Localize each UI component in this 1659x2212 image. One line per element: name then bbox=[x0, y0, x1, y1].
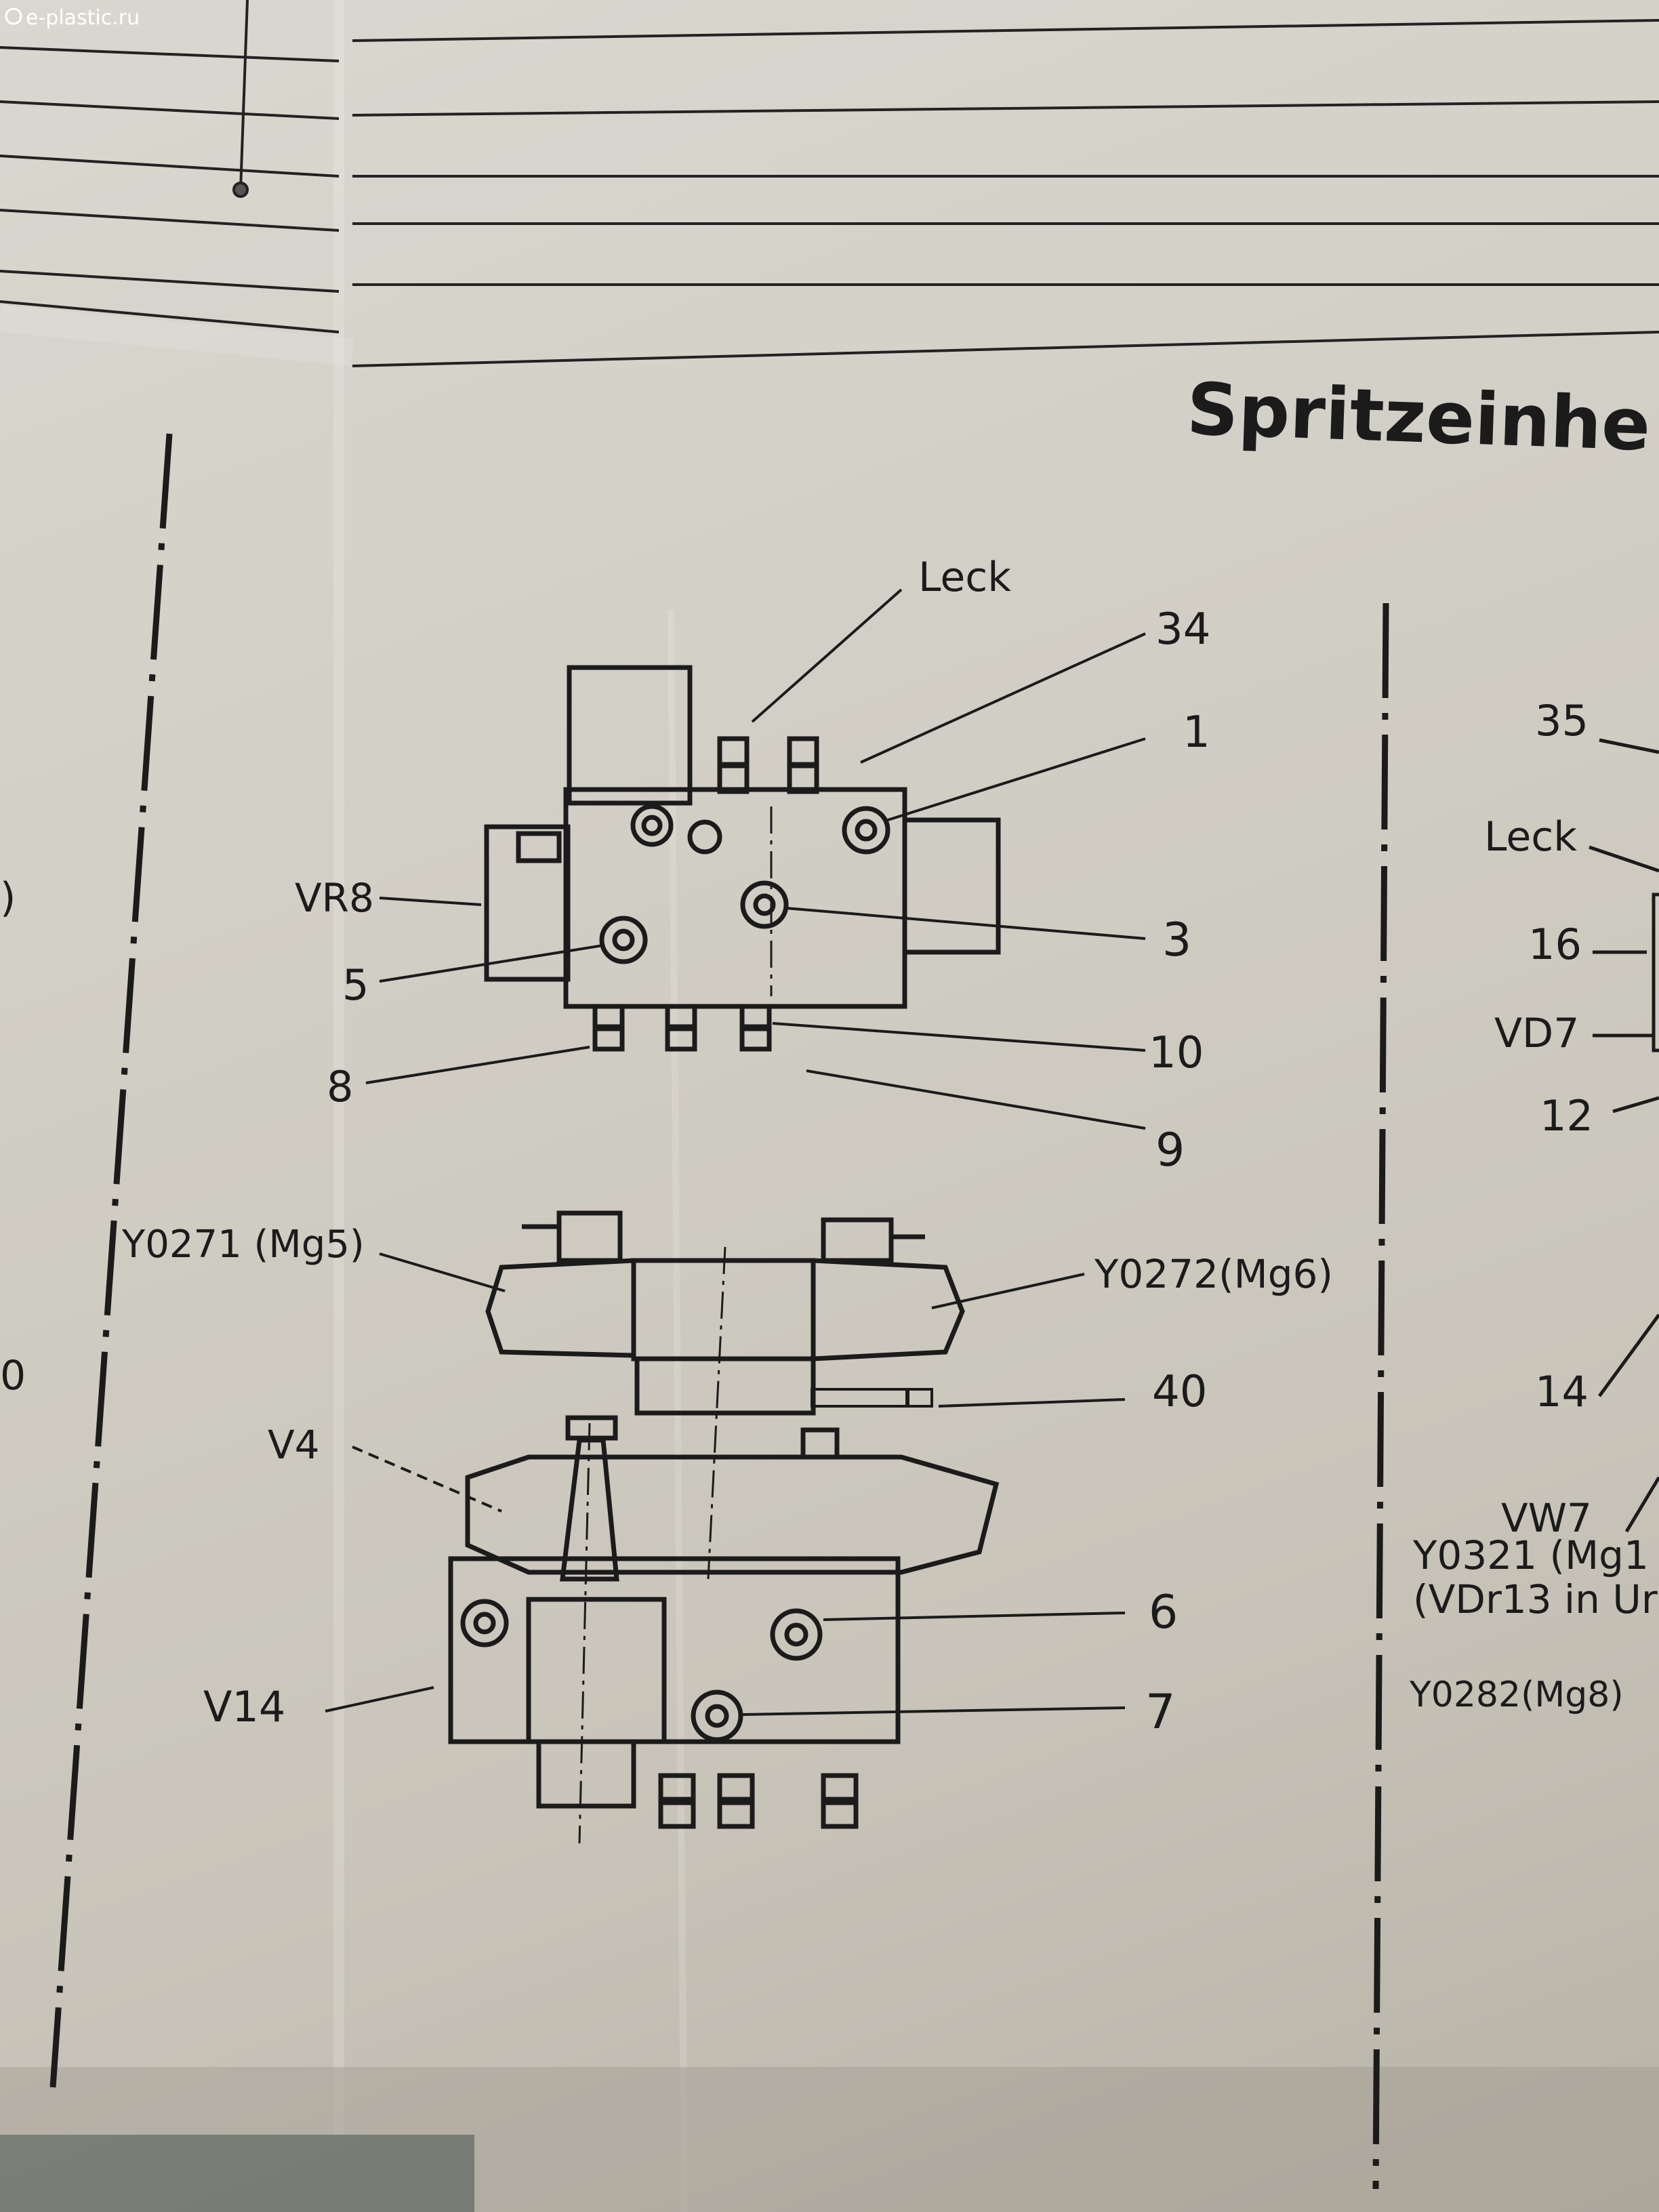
label-12: 12 bbox=[1540, 1091, 1593, 1141]
label-y0282: Y0282(Mg8) bbox=[1409, 1675, 1624, 1715]
upper-valve-block bbox=[484, 665, 1001, 1052]
label-34: 34 bbox=[1155, 605, 1210, 655]
ruled-lines-left bbox=[0, 0, 340, 333]
label-7: 7 bbox=[1145, 1684, 1176, 1740]
label-6: 6 bbox=[1149, 1586, 1178, 1639]
label-9: 9 bbox=[1155, 1124, 1185, 1177]
label-8: 8 bbox=[327, 1062, 353, 1111]
watermark-logo: e-plastic.ru bbox=[5, 6, 140, 30]
edge-zero: 0 bbox=[0, 1352, 26, 1399]
left-diagram-labels: Leck 34 1 VR8 3 5 10 8 9 Y0271 (Mg5) Y02… bbox=[121, 554, 1333, 1740]
label-y0321: Y0321 (Mg1 bbox=[1412, 1532, 1649, 1578]
label-y0271: Y0271 (Mg5) bbox=[121, 1223, 365, 1267]
lower-leader-lines bbox=[325, 1252, 1126, 1716]
right-diagram-labels: 35 Leck 16 VD7 12 14 VW7 Y0321 (Mg1 (VDr… bbox=[1409, 696, 1658, 1715]
label-vw7: VW7 bbox=[1501, 1495, 1592, 1541]
label-10: 10 bbox=[1149, 1028, 1204, 1078]
section-title: Spritzeinhe bbox=[1185, 367, 1652, 467]
label-vd7: VD7 bbox=[1494, 1010, 1579, 1057]
upper-leader-lines bbox=[365, 588, 1146, 1130]
label-y0272: Y0272(Mg6) bbox=[1094, 1251, 1333, 1297]
ruled-lines-right bbox=[352, 19, 1659, 367]
right-diagram-partial bbox=[1589, 738, 1659, 1533]
watermark-text: e-plastic.ru bbox=[26, 6, 140, 30]
label-35: 35 bbox=[1535, 696, 1589, 745]
division-lines bbox=[49, 433, 1389, 2190]
label-v14: V14 bbox=[203, 1682, 285, 1732]
label-leck-right: Leck bbox=[1484, 813, 1577, 861]
label-3: 3 bbox=[1162, 914, 1191, 967]
edge-paren: ) bbox=[0, 874, 16, 922]
label-v4: V4 bbox=[268, 1422, 320, 1468]
label-40: 40 bbox=[1152, 1367, 1207, 1417]
label-vr8: VR8 bbox=[295, 875, 374, 921]
lower-valve-assembly bbox=[448, 1210, 1000, 1844]
label-16: 16 bbox=[1528, 920, 1582, 969]
label-1: 1 bbox=[1183, 708, 1210, 758]
label-14: 14 bbox=[1535, 1367, 1589, 1416]
label-5: 5 bbox=[342, 960, 369, 1010]
label-vdr13: (VDr13 in Ur bbox=[1413, 1576, 1658, 1622]
label-leck: Leck bbox=[918, 554, 1011, 601]
edge-marks: ) 0 bbox=[0, 874, 26, 1399]
